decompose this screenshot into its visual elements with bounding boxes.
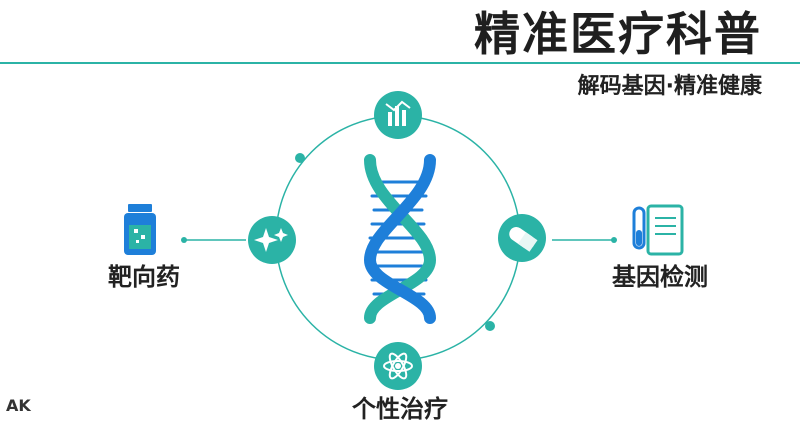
orbit-dot: [485, 321, 495, 331]
slide-subtitle: 解码基因·精准健康: [577, 74, 762, 99]
atom-icon: [374, 342, 422, 390]
chart-icon: [374, 91, 422, 139]
pill-icon: [498, 214, 546, 262]
dna-icon: [363, 154, 437, 324]
medicine-bottle-icon: [124, 204, 156, 255]
clipboard-testtube-icon: [632, 204, 684, 256]
corner-text: AK: [6, 396, 31, 415]
diagram: [124, 91, 684, 390]
label-gene-test: 基因检测: [612, 263, 708, 291]
orbit-dot: [295, 153, 305, 163]
sparkle-icon: [248, 216, 296, 264]
label-bottom: 个性治疗: [352, 395, 448, 423]
slide-title: 精准医疗科普: [474, 7, 762, 61]
label-targeted-drug: 靶向药: [108, 263, 180, 291]
title-divider: [0, 62, 800, 64]
